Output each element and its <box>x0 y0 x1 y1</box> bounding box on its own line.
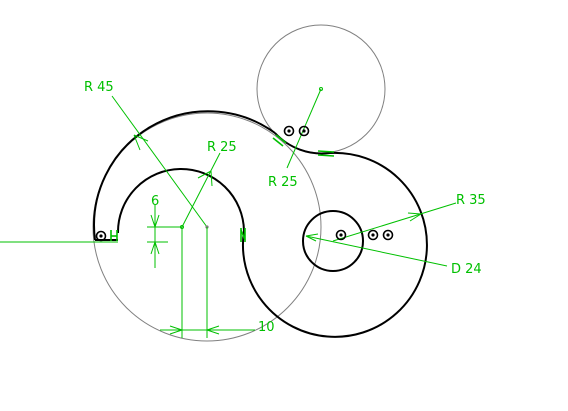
dim6-arrowheads <box>150 214 160 255</box>
tangent-constraint-icon[interactable] <box>272 134 287 147</box>
top-circle-center-point <box>319 87 323 91</box>
vertical-constraint-icon[interactable] <box>240 228 246 242</box>
coincident-constraint-icon[interactable] <box>367 229 379 241</box>
dim-label-r25-inner[interactable]: R 25 <box>207 140 237 155</box>
profile-inner-arc-r25[interactable] <box>116 168 245 234</box>
dim-label-r45[interactable]: R 45 <box>84 80 114 95</box>
coincident-markers <box>95 125 394 242</box>
r45-leader-line <box>111 95 208 228</box>
coincident-constraint-icon[interactable] <box>95 230 107 242</box>
coincident-constraint-icon[interactable] <box>382 229 394 241</box>
profile-right-arc-r35[interactable] <box>241 151 428 338</box>
dim-label-d24[interactable]: D 24 <box>451 262 482 277</box>
horizontal-constraint-icon[interactable] <box>110 230 118 241</box>
dim10-arrowheads <box>169 325 220 335</box>
tangent-constraint-icon[interactable] <box>317 150 335 157</box>
profile-outer-arc-r45[interactable] <box>93 110 276 241</box>
d24-arrowhead <box>305 233 319 242</box>
dim-label-10[interactable]: 10 <box>258 320 275 335</box>
d24-leader-line <box>305 235 448 267</box>
dimension-layer <box>0 87 457 338</box>
r25-inner-arrowhead <box>197 170 213 187</box>
r45-arrowhead <box>133 134 149 151</box>
construction-circle-r45[interactable] <box>92 112 322 342</box>
r25-tangent-leader-line <box>286 88 322 169</box>
coincident-constraint-icon[interactable] <box>283 125 295 137</box>
r35-leader-line <box>332 202 457 242</box>
coincident-constraint-icon[interactable] <box>335 229 347 241</box>
dim-label-r35[interactable]: R 35 <box>456 193 486 208</box>
dim-label-6[interactable]: 6 <box>151 194 159 209</box>
hole-circle-d24[interactable] <box>302 210 364 272</box>
r35-arrowhead <box>407 212 422 222</box>
coincident-constraint-icon[interactable] <box>298 125 310 137</box>
dim-label-r25-tangent[interactable]: R 25 <box>268 175 298 190</box>
r25-inner-leader-line <box>181 152 221 228</box>
